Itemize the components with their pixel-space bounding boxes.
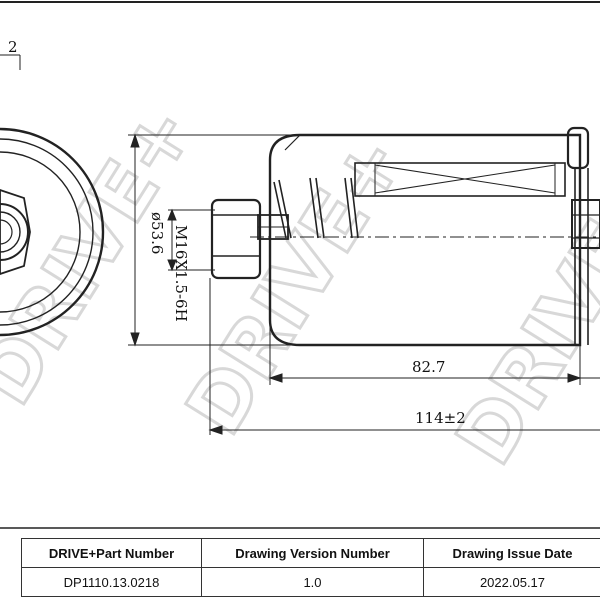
body-length-dimension [268, 320, 600, 385]
value-version-number: 1.0 [201, 567, 424, 597]
header-version-number: Drawing Version Number [201, 538, 424, 568]
header-part-number: DRIVE+Part Number [21, 538, 202, 568]
thread-dimension [167, 208, 215, 272]
diameter-label: ø53.6 [148, 212, 166, 254]
value-part-number: DP1110.13.0218 [21, 567, 202, 597]
watermark-text-center: DRIVE+ [170, 120, 423, 450]
inlet-hex-nut [210, 198, 262, 280]
body-length-label: 82.7 [412, 358, 445, 376]
top-left-dimension [0, 54, 21, 70]
table-header-row: DRIVE+Part Number Drawing Version Number… [21, 538, 600, 568]
total-length-label: 114±2 [415, 409, 466, 427]
table-value-row: DP1110.13.0218 1.0 2022.05.17 [21, 567, 600, 597]
outlet-cap [566, 126, 590, 170]
thread-label: M16X1.5-6H [172, 225, 190, 322]
technical-drawing: DRIVE+ DRIVE+ DRIVE+ 2 [0, 1, 600, 529]
end-view [0, 127, 105, 337]
drawing-info-table: DRIVE+Part Number Drawing Version Number… [21, 538, 600, 597]
watermark: DRIVE+ DRIVE+ DRIVE+ [0, 89, 600, 482]
value-issue-date: 2022.05.17 [423, 567, 600, 597]
top-tolerance-label: 2 [8, 38, 18, 56]
diameter-dimension [128, 133, 300, 347]
header-issue-date: Drawing Issue Date [423, 538, 600, 568]
total-length-dimension [208, 278, 600, 435]
